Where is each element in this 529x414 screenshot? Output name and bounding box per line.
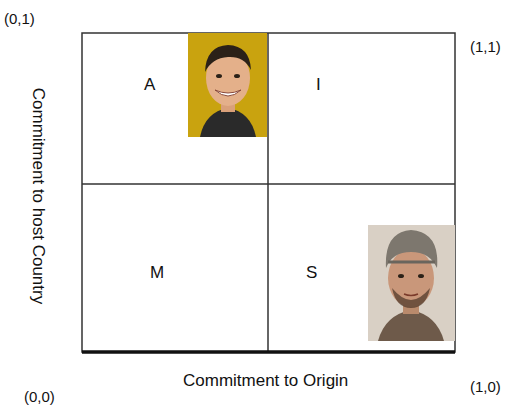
quadrant-letter: M [150, 263, 164, 283]
grid-divider [82, 183, 455, 185]
portrait-photo [188, 33, 267, 137]
quadrant-letter: S [306, 263, 317, 283]
quadrant-box: A [82, 33, 268, 184]
axis-label: Commitment to Origin [183, 371, 348, 391]
corner-coordinate: (1,1) [470, 38, 501, 55]
grid-frame [82, 33, 455, 352]
corner-coordinate: (0,1) [4, 10, 35, 27]
x-axis [82, 350, 455, 354]
quadrant-box: M [82, 184, 268, 352]
quadrant-box: I [268, 33, 455, 184]
quadrant-letter: I [316, 75, 321, 95]
corner-coordinate: (1,0) [470, 378, 501, 395]
portrait-photo [368, 225, 455, 341]
grid-divider [267, 33, 269, 352]
quadrant-box: S [268, 184, 455, 352]
axis-label: Commitment to host Country [28, 88, 48, 304]
quadrant-letter: A [144, 75, 155, 95]
corner-coordinate: (0,0) [24, 388, 55, 405]
